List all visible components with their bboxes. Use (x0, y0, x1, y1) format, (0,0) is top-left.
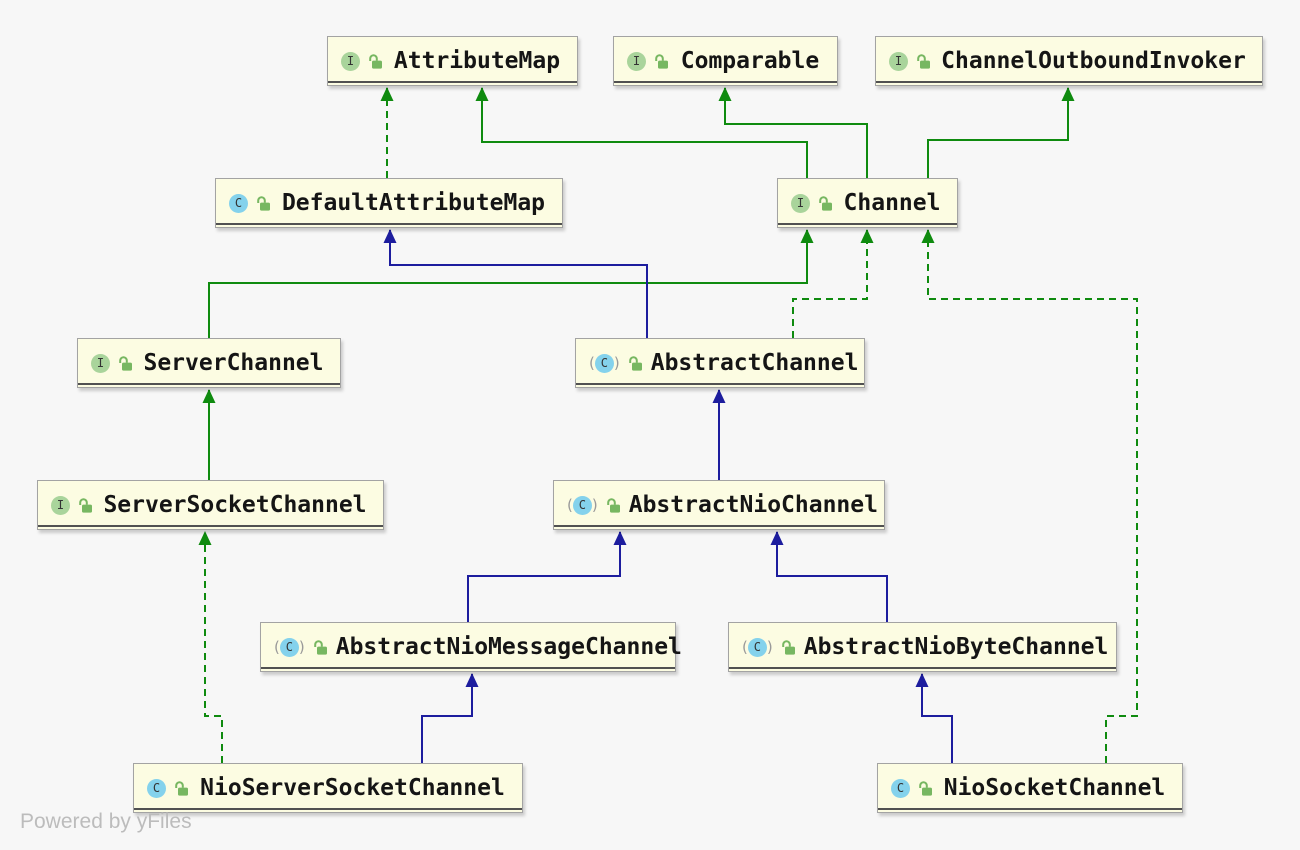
node-label: Comparable (680, 48, 820, 74)
node-label: ServerChannel (143, 350, 324, 376)
node-label: AttributeMap (393, 48, 561, 74)
unlocked-icon (313, 639, 327, 655)
abstract-class-icon: (C) (274, 637, 305, 657)
unlocked-icon (79, 497, 92, 513)
node-label: AbstractChannel (650, 350, 859, 376)
node-serversocketchannel[interactable]: I ServerSocketChannel (37, 480, 384, 530)
edge-abstractniobytechannel-extends-abstractniochannel (770, 531, 888, 622)
unlocked-icon (606, 497, 620, 513)
node-defaultattributemap[interactable]: C DefaultAttributeMap (215, 178, 563, 228)
class-icon: C (147, 778, 166, 798)
class-icon: C (229, 193, 248, 213)
unlocked-icon (628, 355, 642, 371)
unlocked-icon (655, 53, 668, 69)
node-abstractniochannel[interactable]: (C) AbstractNioChannel (553, 480, 885, 530)
edge-nioserversocketchannel-implements-serversocketchannel (198, 531, 223, 763)
edge-serverchannel-extends-channel (208, 229, 814, 338)
node-nioserversocketchannel[interactable]: C NioServerSocketChannel (133, 763, 523, 813)
class-icon: C (891, 778, 910, 798)
yfiles-watermark: Powered by yFiles (20, 810, 192, 833)
unlocked-icon (175, 780, 188, 796)
edge-abstractchannel-implements-channel (792, 229, 874, 338)
node-channel[interactable]: I Channel (777, 178, 958, 228)
unlocked-icon (369, 53, 382, 69)
node-label: AbstractNioByteChannel (803, 634, 1109, 660)
node-abstractchannel[interactable]: (C) AbstractChannel (575, 338, 865, 388)
interface-icon: I (889, 51, 908, 71)
interface-icon: I (51, 495, 70, 515)
node-label: NioServerSocketChannel (200, 775, 505, 801)
node-label: NioSocketChannel (943, 775, 1166, 801)
unlocked-icon (819, 195, 832, 211)
abstract-class-icon: (C) (742, 637, 773, 657)
unlocked-icon (917, 53, 930, 69)
node-serverchannel[interactable]: I ServerChannel (77, 338, 341, 388)
abstract-class-icon: (C) (589, 353, 620, 373)
edge-niosocketchannel-implements-channel (921, 229, 1138, 763)
unlocked-icon (119, 355, 132, 371)
edge-channel-extends-attributemap (475, 87, 808, 178)
node-label: AbstractNioMessageChannel (335, 634, 682, 660)
edge-abstractchannel-extends-defaultattributemap (383, 229, 648, 338)
node-abstractniobytechannel[interactable]: (C) AbstractNioByteChannel (728, 622, 1117, 672)
edge-channel-extends-channeloutboundinvoker (927, 87, 1075, 178)
unlocked-icon (781, 639, 795, 655)
node-comparable[interactable]: I Comparable (613, 36, 838, 86)
node-label: ChannelOutboundInvoker (941, 48, 1246, 74)
edge-channel-extends-comparable (718, 87, 868, 178)
node-label: DefaultAttributeMap (281, 190, 546, 216)
node-label: ServerSocketChannel (103, 492, 367, 518)
node-label: Channel (843, 190, 941, 216)
unlocked-icon (919, 780, 932, 796)
interface-icon: I (91, 353, 110, 373)
node-channeloutboundinvoker[interactable]: I ChannelOutboundInvoker (875, 36, 1263, 86)
abstract-class-icon: (C) (567, 495, 598, 515)
interface-icon: I (791, 193, 810, 213)
edge-abstractniomessagechannel-extends-abstractniochannel (467, 531, 627, 622)
edge-nioserversocketchannel-extends-abstractniomessagechannel (421, 673, 479, 763)
node-attributemap[interactable]: I AttributeMap (327, 36, 578, 86)
node-abstractniomessagechannel[interactable]: (C) AbstractNioMessageChannel (260, 622, 682, 672)
node-niosocketchannel[interactable]: C NioSocketChannel (877, 763, 1183, 813)
interface-icon: I (341, 51, 360, 71)
unlocked-icon (257, 195, 270, 211)
interface-icon: I (627, 51, 646, 71)
edge-niosocketchannel-extends-abstractniobytechannel (915, 673, 953, 763)
node-label: AbstractNioChannel (628, 492, 878, 518)
